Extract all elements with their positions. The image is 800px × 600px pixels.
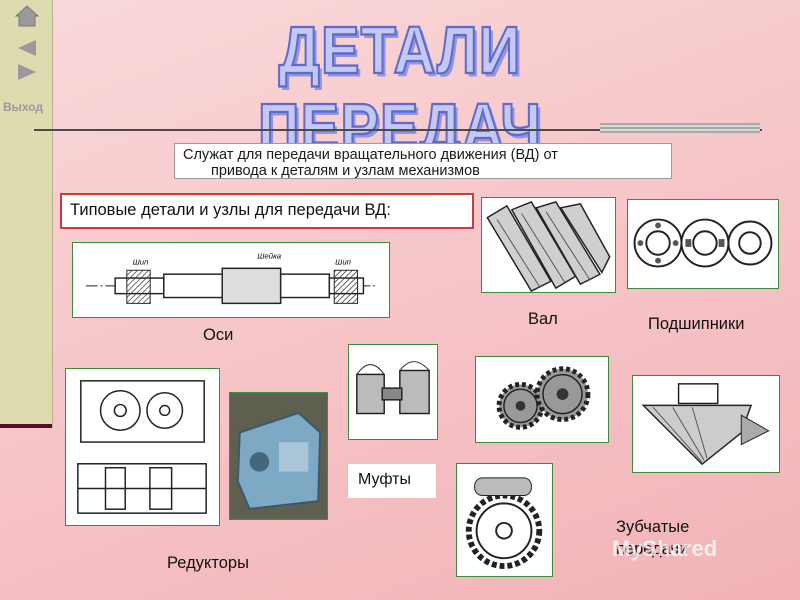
- sidebar-divider: [0, 424, 52, 428]
- gears-label: Зубчатые передачи: [616, 516, 689, 560]
- axles-label: Оси: [203, 326, 234, 344]
- shaft-label: Вал: [528, 310, 558, 328]
- reducer-drawing: [65, 368, 220, 526]
- spur-gears-image: [475, 356, 609, 443]
- page-title: ДЕТАЛИ ПЕРЕДАЧ: [257, 12, 543, 166]
- title-divider: [34, 129, 762, 131]
- purpose-line-2: привода к деталям и узлам механизмов: [211, 163, 480, 179]
- axle-label-pin-right: Шип: [335, 257, 351, 266]
- bearings-label: Подшипники: [648, 315, 745, 333]
- bearings-image: [627, 199, 779, 289]
- previous-slide-button[interactable]: [10, 34, 44, 62]
- bevel-gear-image: [632, 375, 780, 473]
- gears-label-line-1: Зубчатые: [616, 518, 690, 536]
- gears-label-line-2: передачи: [616, 540, 689, 558]
- watermark: MyShared: [612, 536, 718, 561]
- exit-button[interactable]: Выход: [3, 100, 44, 114]
- subtitle-textbox: Типовые детали и узлы для передачи ВД:: [60, 193, 474, 229]
- arrow-left-icon: [18, 40, 36, 56]
- coupling-image: [348, 344, 438, 440]
- axle-label-neck: Шейка: [257, 252, 281, 261]
- axle-label-pin-left: Шип: [133, 257, 149, 266]
- arrow-right-icon: [18, 64, 36, 80]
- reducer-photo: [229, 392, 328, 520]
- shaft-image: [481, 197, 616, 293]
- purpose-textbox: Служат для передачи вращательного движен…: [174, 143, 672, 179]
- purpose-line-1: Служат для передачи вращательного движен…: [183, 147, 558, 163]
- worm-gear-image: [456, 463, 553, 577]
- home-button[interactable]: [10, 2, 44, 30]
- home-icon: [14, 5, 40, 27]
- title-divider-accent: [600, 123, 760, 133]
- reducers-label: Редукторы: [167, 554, 249, 572]
- couplings-label: Муфты: [348, 464, 436, 498]
- next-slide-button[interactable]: [10, 58, 44, 86]
- axle-drawing: Шип Шейка Шип: [72, 242, 390, 318]
- navigation-sidebar: Выход: [0, 0, 53, 428]
